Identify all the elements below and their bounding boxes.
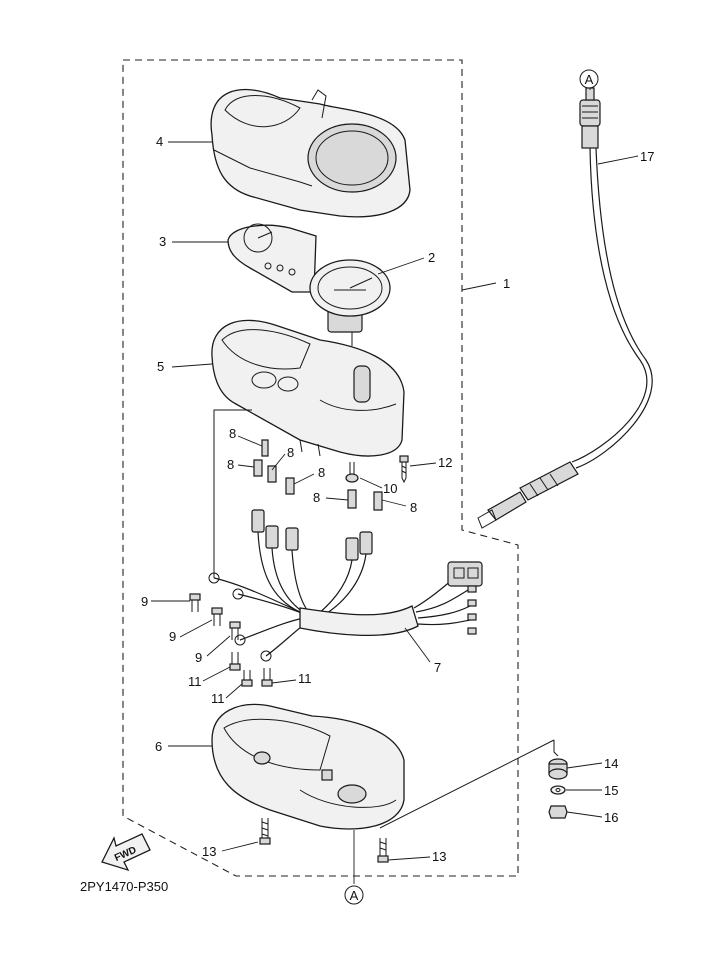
meter-case	[211, 319, 405, 457]
callout-6: 6	[155, 739, 162, 754]
lower-case	[211, 703, 405, 830]
callout-8a: 8	[229, 426, 236, 441]
callout-9b: 9	[169, 629, 176, 644]
screws-13	[259, 818, 389, 863]
reference-marker-bottom: A	[344, 885, 364, 905]
speedometer-unit	[309, 259, 391, 346]
callout-11c: 11	[298, 671, 312, 686]
drawing-code: 2PY1470-P350	[80, 879, 168, 894]
callout-9c: 9	[195, 650, 202, 665]
screw-12	[399, 455, 409, 484]
callout-8e: 8	[313, 490, 320, 505]
callout-5: 5	[157, 359, 164, 374]
callout-11a: 11	[188, 674, 202, 689]
mount-leader	[379, 739, 555, 829]
callout-4: 4	[156, 134, 163, 149]
face-plate	[227, 223, 317, 293]
callout-8d: 8	[318, 465, 325, 480]
svg-text:A: A	[585, 72, 594, 87]
callout-8f: 8	[410, 500, 417, 515]
ground-lead	[213, 409, 252, 578]
callout-16: 16	[604, 810, 618, 825]
fwd-arrow-icon: FWD	[101, 833, 151, 872]
harness-sockets	[251, 509, 373, 561]
reference-marker-top: A	[579, 69, 599, 89]
callout-9a: 9	[141, 594, 148, 609]
callout-8b: 8	[227, 457, 234, 472]
callout-13b: 13	[432, 849, 446, 864]
assembly-boundary	[122, 59, 519, 877]
speedometer-cable	[477, 87, 653, 529]
svg-text:A: A	[350, 888, 359, 903]
callout-14: 14	[604, 756, 618, 771]
callout-12: 12	[438, 455, 452, 470]
callout-15: 15	[604, 783, 618, 798]
grommet-washer-nut	[548, 740, 568, 819]
callout-8c: 8	[287, 445, 294, 460]
callout-10: 10	[383, 481, 397, 496]
callout-3: 3	[159, 234, 166, 249]
screws-9	[189, 593, 241, 640]
screw-10	[345, 462, 359, 483]
callout-13a: 13	[202, 844, 216, 859]
callout-17: 17	[640, 149, 654, 164]
callouts: 1 2 3 4 5 6 7 8 8 8 8 8 8 9 9 9 10 11 11…	[141, 134, 654, 864]
callout-7: 7	[434, 660, 441, 675]
callout-11b: 11	[211, 691, 225, 706]
meter-cover	[210, 88, 411, 218]
callout-1: 1	[503, 276, 510, 291]
wire-harness	[208, 531, 483, 662]
bulb-sockets	[253, 439, 383, 511]
leader-lines	[151, 88, 639, 884]
callout-2: 2	[428, 250, 435, 265]
screws-11	[229, 652, 273, 687]
